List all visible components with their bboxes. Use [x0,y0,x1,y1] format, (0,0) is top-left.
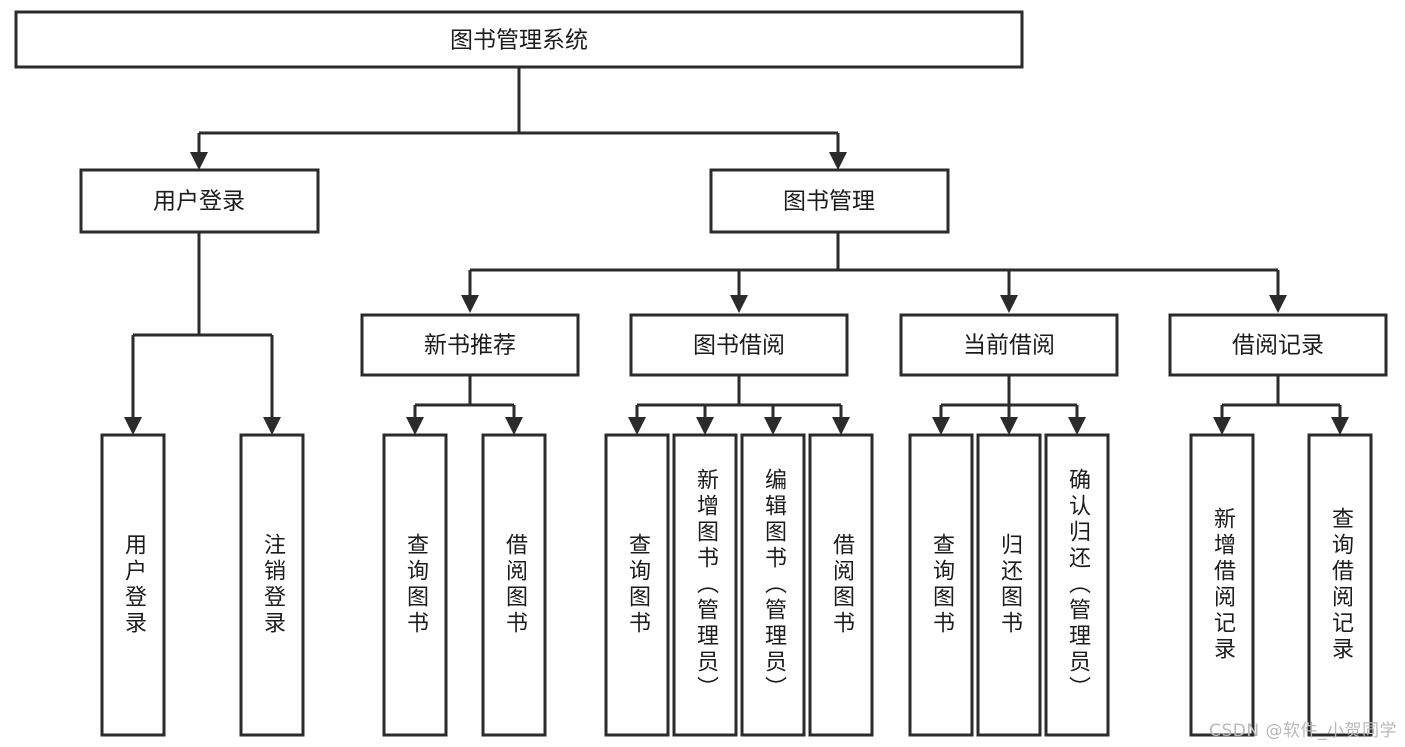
node-current-borrow-label: 当前借阅 [963,333,1055,359]
leaf-rect-query-record[interactable] [1307,433,1373,737]
arrowhead-borrow-record [1269,295,1287,313]
edge-group-bookborrow-to-leaves [628,375,850,435]
leaf-group-current-borrow [908,433,1110,737]
leaf-rect-add-book[interactable] [672,433,738,737]
node-user-login[interactable]: 用户登录 [79,168,320,234]
arrowhead-bookborrow-leaf-4 [832,417,850,435]
node-book-borrow-rect[interactable] [629,313,849,377]
leaf-rect-edit-book[interactable] [740,433,806,737]
leaf-rect-add-record[interactable] [1189,433,1255,737]
arrowhead-newbook-leaf-2 [505,417,523,435]
watermark: CSDN @软件_小贺同学 [1209,721,1397,741]
node-new-book-recommend[interactable]: 新书推荐 [360,313,580,377]
node-borrow-record-rect[interactable] [1168,313,1388,377]
arrowhead-new-book [461,295,479,313]
edge-group-bookmanage-to-level3 [461,232,1287,313]
node-root-label: 图书管理系统 [450,28,588,54]
leaf-group-user-login [100,433,305,737]
arrowhead-leaf-user-login [124,417,142,435]
node-book-manage-label: 图书管理 [783,189,875,215]
node-new-book-recommend-label: 新书推荐 [424,333,516,359]
node-user-login-rect[interactable] [79,168,320,234]
arrowhead-currentborrow-leaf-1 [932,417,950,435]
node-root[interactable]: 图书管理系统 [14,10,1024,69]
arrowhead-newbook-leaf-1 [406,417,424,435]
arrowhead-borrowrecord-leaf-1 [1213,417,1231,435]
arrowhead-currentborrow-leaf-2 [1000,417,1018,435]
leaf-rect-borrow-book-2[interactable] [808,433,874,737]
leaf-rect-query-book-1[interactable] [382,433,448,737]
node-root-rect[interactable] [14,10,1024,69]
arrowhead-current-borrow [1000,295,1018,313]
leaf-rect-query-book-3[interactable] [908,433,974,737]
leaf-rect-confirm-return[interactable] [1044,433,1110,737]
node-book-borrow-label: 图书借阅 [693,333,785,359]
leaf-rect-return-book[interactable] [976,433,1042,737]
node-book-manage-rect[interactable] [709,168,950,234]
arrowhead-borrowrecord-leaf-2 [1331,417,1349,435]
arrowhead-book-borrow [730,295,748,313]
leaf-rect-query-book-2[interactable] [604,433,670,737]
leaf-group-book-borrow [604,433,874,737]
edge-group-newbook-to-leaves [406,375,523,435]
node-book-borrow[interactable]: 图书借阅 [629,313,849,377]
arrowhead-bookborrow-leaf-3 [764,417,782,435]
arrowhead-currentborrow-leaf-3 [1068,417,1086,435]
leaf-rect-user-login[interactable] [100,433,166,737]
node-book-manage[interactable]: 图书管理 [709,168,950,234]
edge-group-userlogin-to-leaves [124,232,281,435]
node-borrow-record-label: 借阅记录 [1232,333,1324,359]
arrowhead-book-manage [829,152,847,170]
node-new-book-recommend-rect[interactable] [360,313,580,377]
node-current-borrow[interactable]: 当前借阅 [899,313,1119,377]
arrowhead-user-login [190,152,208,170]
node-current-borrow-rect[interactable] [899,313,1119,377]
edge-group-root-to-level2 [190,67,847,170]
node-borrow-record[interactable]: 借阅记录 [1168,313,1388,377]
edge-group-borrowrecord-to-leaves [1213,375,1349,435]
arrowhead-bookborrow-leaf-2 [696,417,714,435]
leaf-group-borrow-record [1189,433,1373,737]
arrowhead-bookborrow-leaf-1 [628,417,646,435]
leaf-group-new-book-recommend [382,433,547,737]
leaf-rect-borrow-book-1[interactable] [481,433,547,737]
leaf-rect-logout[interactable] [239,433,305,737]
arrowhead-leaf-logout [263,417,281,435]
node-user-login-label: 用户登录 [153,189,245,215]
edge-group-currentborrow-to-leaves [932,375,1086,435]
